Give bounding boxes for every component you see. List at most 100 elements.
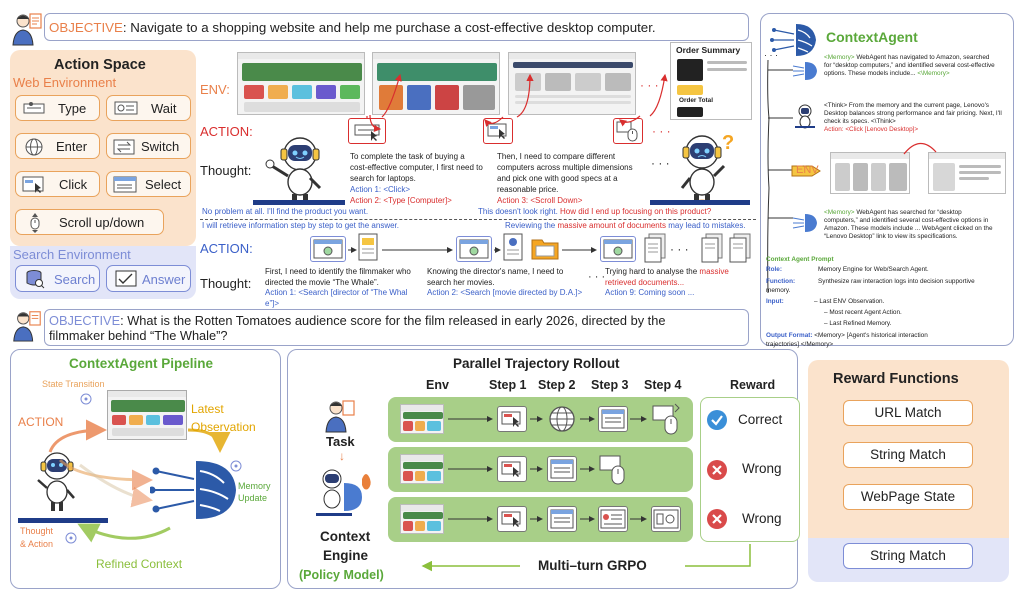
robot-say-text: No problem at all. I'll find the product…: [202, 207, 369, 216]
action-ellipsis: · · ·: [652, 124, 671, 138]
search-thought-1: First, I need to identify the filmmaker …: [265, 267, 411, 308]
search-flow-arrows: [348, 247, 597, 253]
action-type-button[interactable]: Type: [15, 95, 100, 121]
target-icon-1: [80, 392, 92, 405]
action-click-label: Click: [59, 177, 88, 192]
reward-3-label: Wrong: [742, 511, 782, 526]
action-scroll-button[interactable]: Scroll up/down: [15, 209, 164, 235]
thought-label-search: Thought:: [200, 276, 252, 291]
string-match-search-pill: String Match: [843, 543, 973, 569]
lenovo-screenshot-1: [830, 152, 910, 194]
search-action-icon-3: [600, 236, 636, 262]
row2-step2-select-icon: [547, 456, 577, 482]
keyboard-icon: [23, 101, 45, 115]
objective-text: : Navigate to a shopping website and hel…: [122, 20, 656, 35]
search-action-icon-1: [310, 236, 346, 262]
globe-icon: [24, 137, 44, 157]
env-screenshot-1: [237, 52, 365, 115]
thought-ellipsis: · · ·: [651, 156, 670, 170]
search-env-label: Search Environment: [13, 247, 131, 262]
row1-step1-click-icon: [497, 406, 527, 432]
search-ellipsis: · · ·: [670, 242, 689, 256]
row3-step4-gallery-icon: [651, 506, 681, 532]
context-flow-line: [767, 59, 793, 294]
action-enter-button[interactable]: Enter: [15, 133, 100, 159]
robot-happy-icon: [258, 130, 338, 210]
memory-block-1: <Memory> WebAgent has navigated to Amazo…: [824, 54, 995, 77]
refined-context-label: Refined Context: [96, 557, 183, 571]
string-match-pill: String Match: [843, 442, 973, 468]
row2-step3-scroll-icon: [598, 452, 630, 486]
robot-confused-base-bar: [650, 200, 750, 205]
trajectory-arrows: [366, 73, 668, 132]
doc-stack-icon-2: [700, 232, 724, 264]
context-agent-title: ContextAgent: [826, 29, 918, 45]
memory-update-2: Update: [238, 493, 268, 503]
click-cursor-icon: [22, 175, 46, 195]
env-screenshot-4-order-summary: Order Summary Order Total: [670, 42, 752, 120]
col-step-1: Step 1: [489, 378, 527, 392]
context-engine-2: Engine: [323, 548, 369, 563]
action-click-type-icon: [348, 118, 386, 144]
reward-functions-title: Reward Functions: [833, 371, 959, 387]
confused-text: This doesn't look right. How did I end u…: [478, 207, 712, 216]
pipeline-panel: [10, 349, 281, 589]
brain-icon: [770, 20, 820, 60]
objective-box-web: OBJECTIVE: Navigate to a shopping websit…: [44, 13, 749, 41]
action-click-button[interactable]: Click: [15, 171, 100, 197]
pipeline-robot-icon: [30, 448, 84, 518]
action-select-label: Select: [145, 177, 182, 192]
action-search-button[interactable]: Search: [15, 265, 100, 292]
lenovo-screenshot-2: [928, 152, 1006, 194]
action-wait-button[interactable]: Wait: [106, 95, 191, 121]
switch-icon: [113, 138, 135, 156]
output-format-2: trajectories] </Memory>: [766, 341, 834, 348]
robot-mini-icon: [793, 103, 817, 129]
doc-icon-2: [502, 232, 524, 264]
correct-check-icon: [706, 409, 728, 431]
row2-step1-click-icon: [497, 456, 527, 482]
action-label-search: ACTION:: [200, 241, 253, 256]
target-icon-2: [65, 531, 77, 544]
row1-step3-select-icon: [598, 406, 628, 432]
env-screenshot-2: [372, 52, 500, 115]
folder-icon: [530, 234, 560, 262]
memory-update-1: Memory: [238, 481, 271, 491]
action-select-button[interactable]: Select: [106, 171, 191, 197]
input-3: – Last Refined Memory.: [824, 320, 892, 327]
search-thought-ellipsis: · · ·: [588, 271, 606, 283]
wrong-x-icon-2: [706, 508, 728, 530]
grpo-label: Multi–turn GRPO: [538, 558, 647, 573]
action-switch-button[interactable]: Switch: [106, 133, 191, 159]
action-wait-label: Wait: [151, 101, 177, 116]
action-scroll-label: Scroll up/down: [59, 215, 145, 230]
action-answer-button[interactable]: Answer: [106, 265, 191, 292]
pipeline-screenshot: [107, 390, 187, 440]
task-label: Task: [326, 434, 355, 449]
database-icon: [25, 269, 45, 289]
row3-step2-select-icon: [547, 506, 577, 532]
input-key: Input:: [766, 298, 784, 305]
url-match-pill: URL Match: [843, 400, 973, 426]
env-arrow-icon: [790, 163, 822, 179]
robot-base-bar: [253, 200, 345, 205]
target-icon-3: [230, 459, 242, 472]
action-label-web: ACTION:: [200, 124, 253, 139]
memory-block-2: <Memory> WebAgent has searched for “desk…: [824, 209, 993, 240]
pipeline-action-label: ACTION: [18, 415, 64, 429]
rollout-title: Parallel Trajectory Rollout: [453, 356, 620, 371]
thought-2: Then, I need to compare different comput…: [497, 152, 633, 205]
objective2-text-1: : What is the Rotten Tomatoes audience s…: [120, 313, 666, 328]
row3-env: [400, 504, 444, 534]
policy-model-label: (Policy Model): [299, 568, 384, 582]
search-action-icon-2: [456, 236, 492, 262]
row2-env: [400, 454, 444, 484]
mini-brain-icon-1: [792, 60, 818, 82]
role-val: Memory Engine for Web/Search Agent.: [818, 266, 929, 273]
wait-icon: [114, 100, 138, 116]
divider-line: [200, 219, 756, 220]
thought-action-2: & Action: [20, 539, 54, 549]
row1-env: [400, 404, 444, 434]
context-engine-1: Context: [320, 529, 371, 544]
massive-note: Reviewing the massive amount of document…: [505, 221, 746, 230]
